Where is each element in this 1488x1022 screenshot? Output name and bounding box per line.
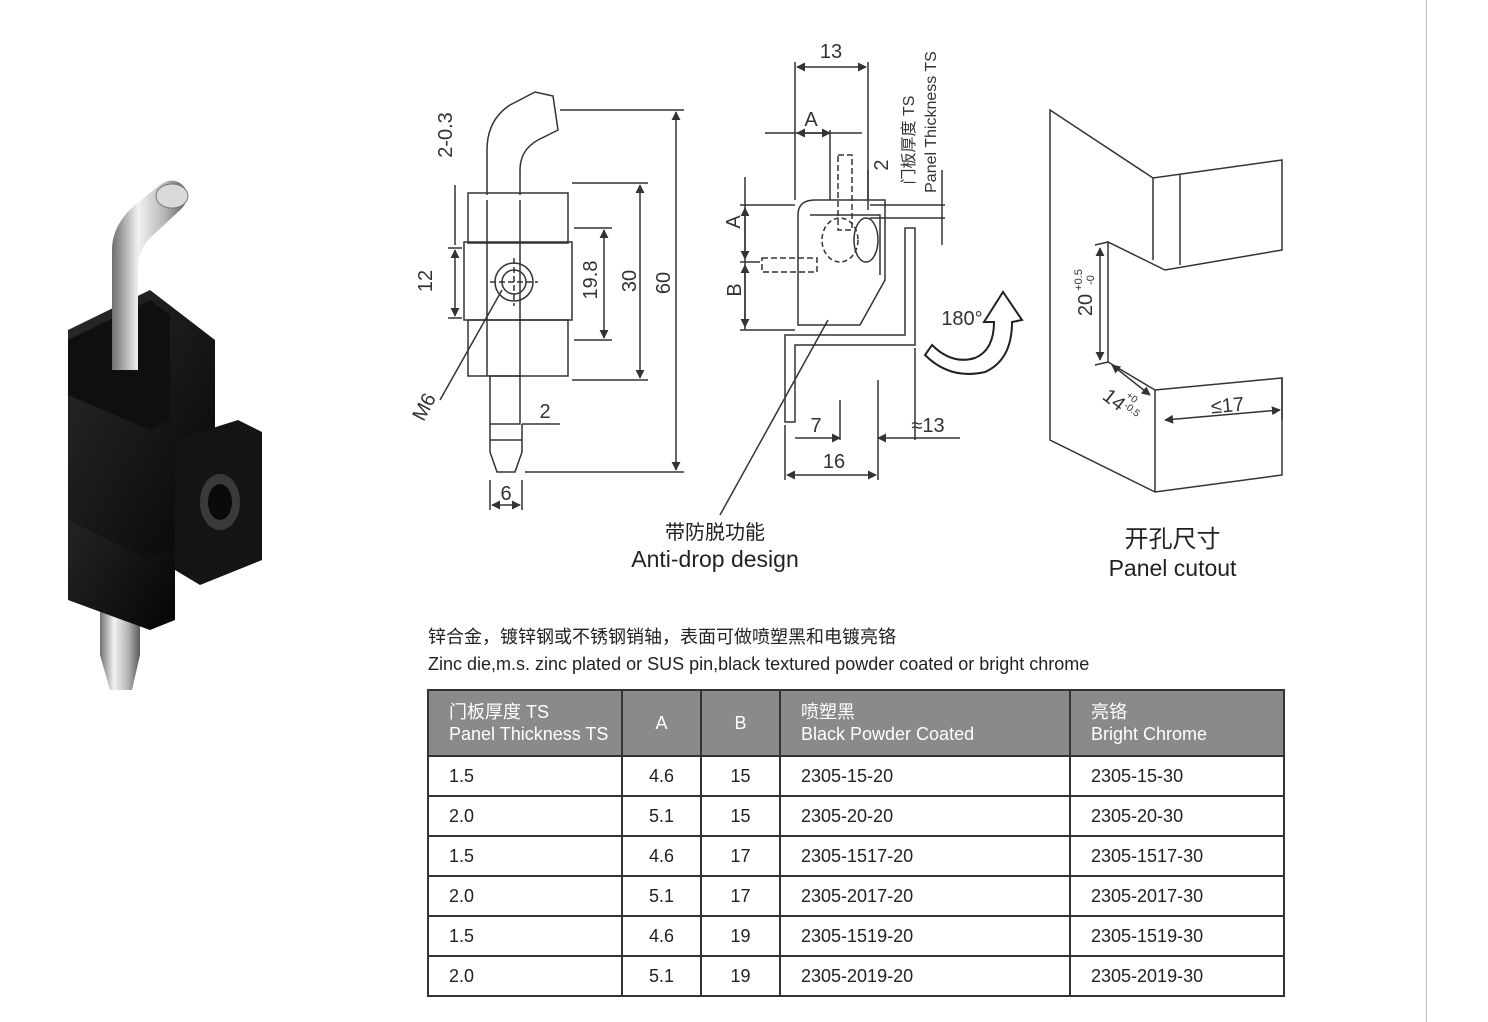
dim-20: 20 — [1075, 294, 1097, 316]
panel-thickness-cn-label: 门板厚度 TS — [900, 96, 918, 185]
rotation-label: 180° — [941, 308, 982, 330]
dim-le-17: ≤17 — [1210, 394, 1245, 419]
rotation-arrow-icon — [923, 290, 1024, 375]
cell-a: 4.6 — [621, 915, 702, 957]
header-panel-thickness: 门板厚度 TS Panel Thickness TS — [427, 689, 623, 757]
header-chrome-cn: 亮铬 — [1091, 702, 1127, 722]
cell-black: 2305-15-20 — [779, 755, 1071, 797]
table-row: 2.0 5.1 19 2305-2019-20 2305-2019-30 — [427, 955, 1285, 997]
anti-drop-caption: 带防脱功能 Anti-drop design — [610, 519, 820, 573]
cell-b: 19 — [700, 955, 781, 997]
cell-a: 5.1 — [621, 875, 702, 917]
cell-ts: 2.0 — [427, 955, 623, 997]
cell-a: 4.6 — [621, 755, 702, 797]
cell-chrome: 2305-2017-30 — [1069, 875, 1285, 917]
panel-cutout-en: Panel cutout — [1108, 555, 1237, 581]
header-b: B — [700, 689, 781, 757]
cell-black: 2305-2019-20 — [779, 955, 1071, 997]
cell-ts: 1.5 — [427, 915, 623, 957]
dim-60: 60 — [653, 272, 675, 294]
cell-b: 19 — [700, 915, 781, 957]
dim-12: 12 — [415, 270, 437, 292]
dim-20-tol-plus: +0.5 — [1073, 269, 1085, 291]
header-bright-chrome: 亮铬 Bright Chrome — [1069, 689, 1285, 757]
cell-chrome: 2305-2019-30 — [1069, 955, 1285, 997]
cell-chrome: 2305-1519-30 — [1069, 915, 1285, 957]
dim-13: 13 — [820, 41, 842, 63]
dim-20-tol-minus: -0 — [1085, 275, 1097, 285]
header-chrome-en: Bright Chrome — [1091, 724, 1208, 744]
dim-2: 2 — [539, 401, 550, 423]
table-row: 1.5 4.6 19 2305-1519-20 2305-1519-30 — [427, 915, 1285, 957]
cell-a: 5.1 — [621, 795, 702, 837]
material-en: Zinc die,m.s. zinc plated or SUS pin,bla… — [428, 654, 1090, 674]
cell-a: 4.6 — [621, 835, 702, 877]
header-black-en: Black Powder Coated — [801, 724, 975, 744]
table-row: 2.0 5.1 17 2305-2017-20 2305-2017-30 — [427, 875, 1285, 917]
panel-cutout-dimensions: 20 +0.5 -0 14 +0 -0.5 ≤17 — [1073, 269, 1245, 420]
dim-2-0.3: 2-0.3 — [435, 112, 457, 158]
dim-b-left: B — [724, 283, 746, 296]
cell-b: 15 — [700, 755, 781, 797]
dim-30: 30 — [619, 270, 641, 292]
header-ts-cn: 门板厚度 TS — [449, 702, 550, 722]
front-view-drawing — [439, 91, 684, 510]
cell-b: 15 — [700, 795, 781, 837]
dim-2-side: 2 — [871, 159, 893, 170]
header-black-powder-coated: 喷塑黑 Black Powder Coated — [779, 689, 1071, 757]
table-row: 1.5 4.6 17 2305-1517-20 2305-1517-30 — [427, 835, 1285, 877]
cell-a: 5.1 — [621, 955, 702, 997]
dim-approx-13: ≈13 — [911, 415, 944, 437]
cell-chrome: 2305-15-30 — [1069, 755, 1285, 797]
dim-6: 6 — [500, 483, 511, 505]
cell-ts: 1.5 — [427, 835, 623, 877]
cell-chrome: 2305-20-30 — [1069, 795, 1285, 837]
header-black-cn: 喷塑黑 — [801, 702, 855, 722]
side-view-dimensions: 13 A A B 2 门板厚度 TS Panel Thickness TS 7 … — [723, 41, 983, 473]
dim-m6: M6 — [408, 390, 440, 425]
dim-7: 7 — [810, 415, 821, 437]
panel-cutout-cn: 开孔尺寸 — [1124, 525, 1221, 553]
anti-drop-en: Anti-drop design — [631, 546, 799, 572]
cell-black: 2305-1517-20 — [779, 835, 1071, 877]
cell-black: 2305-1519-20 — [779, 915, 1071, 957]
dim-16: 16 — [823, 451, 845, 473]
cell-chrome: 2305-1517-30 — [1069, 835, 1285, 877]
cell-black: 2305-2017-20 — [779, 875, 1071, 917]
cell-ts: 2.0 — [427, 875, 623, 917]
panel-cutout-drawing — [1049, 108, 1283, 493]
header-ts-en: Panel Thickness TS — [449, 724, 609, 744]
material-description: 锌合金，镀锌钢或不锈钢销轴，表面可做喷塑黑和电镀亮铬 Zinc die,m.s.… — [428, 624, 1089, 678]
cell-ts: 1.5 — [427, 755, 623, 797]
material-cn: 锌合金，镀锌钢或不锈钢销轴，表面可做喷塑黑和电镀亮铬 — [428, 627, 896, 648]
dim-a-left: A — [723, 215, 745, 229]
front-view-dimensions: 2-0.3 12 19.8 30 60 M6 2 6 — [408, 112, 675, 505]
table-row: 1.5 4.6 15 2305-15-20 2305-15-30 — [427, 755, 1285, 797]
specification-table: 门板厚度 TS Panel Thickness TS A B 喷塑黑 Black… — [427, 689, 1285, 997]
side-view-drawing — [719, 62, 960, 516]
dim-a-top: A — [804, 109, 818, 131]
anti-drop-cn: 带防脱功能 — [665, 520, 765, 544]
panel-thickness-en-label: Panel Thickness TS — [923, 51, 940, 193]
dim-19.8: 19.8 — [580, 261, 602, 300]
cell-ts: 2.0 — [427, 795, 623, 837]
cell-b: 17 — [700, 875, 781, 917]
table-header-row: 门板厚度 TS Panel Thickness TS A B 喷塑黑 Black… — [427, 689, 1285, 757]
panel-cutout-caption: 开孔尺寸 Panel cutout — [1090, 524, 1255, 582]
page-edge-rule — [1426, 0, 1427, 1022]
table-row: 2.0 5.1 15 2305-20-20 2305-20-30 — [427, 795, 1285, 837]
cell-black: 2305-20-20 — [779, 795, 1071, 837]
cell-b: 17 — [700, 835, 781, 877]
header-a: A — [621, 689, 702, 757]
hinge-product-render — [68, 180, 262, 690]
